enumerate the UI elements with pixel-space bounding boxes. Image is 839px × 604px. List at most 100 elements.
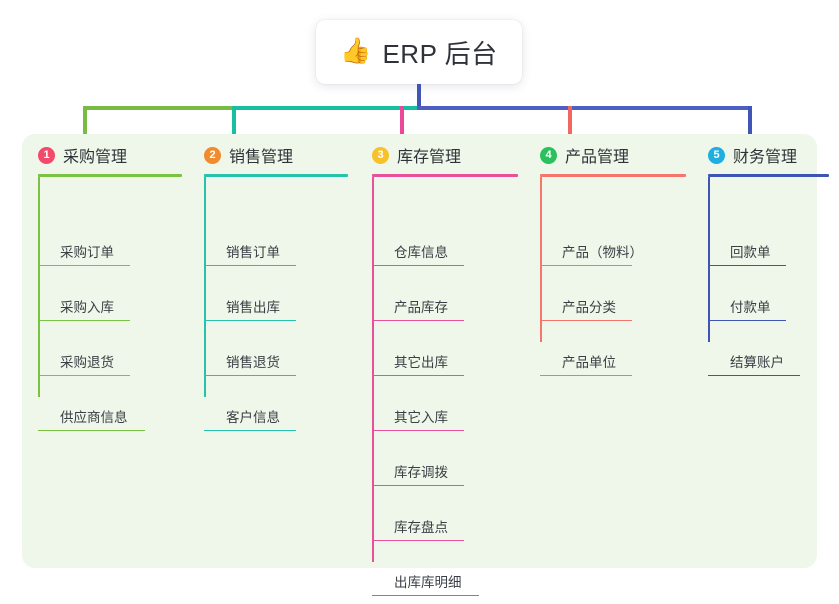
- leaf-node-label: 其它出库: [394, 355, 448, 370]
- column-items-sales: 销售订单销售出库销售退货客户信息: [190, 176, 358, 439]
- leaf-node[interactable]: 采购退货: [24, 329, 192, 384]
- leaf-node-underline: [204, 374, 296, 376]
- leaf-node-underline: [38, 264, 130, 266]
- leaf-node-label: 产品（物料）: [562, 245, 643, 260]
- leaf-node-label: 销售出库: [226, 300, 280, 315]
- column-finance: 5 财务管理回款单付款单结算账户: [694, 134, 839, 384]
- leaf-node[interactable]: 产品单位: [526, 329, 696, 384]
- root-node-title: ERP 后台: [382, 38, 498, 69]
- column-items-product: 产品（物料） 产品分类产品单位: [526, 176, 696, 384]
- drop-col-3: [400, 106, 404, 138]
- leaf-node[interactable]: 出库库明细: [358, 549, 528, 604]
- leaf-node[interactable]: 结算账户: [694, 329, 839, 384]
- column-items-purchase: 采购订单采购入库采购退货供应商信息: [24, 176, 192, 439]
- leaf-node-label: 客户信息: [226, 410, 280, 425]
- leaf-node-label: 其它入库: [394, 410, 448, 425]
- thumbs-up-icon: 👍: [340, 36, 372, 65]
- column-title-inventory: 库存管理: [397, 149, 462, 166]
- leaf-node-label: 采购订单: [60, 245, 114, 260]
- bus-segment-middle: [232, 106, 419, 110]
- leaf-node-label: 产品分类: [562, 300, 616, 315]
- column-spine-inventory: [372, 177, 374, 562]
- leaf-node-label: 出库库明细: [394, 575, 462, 590]
- root-node-card[interactable]: 👍 ERP 后台: [316, 20, 522, 84]
- trunk-connector-line: [417, 84, 421, 109]
- leaf-node-underline: [540, 374, 632, 376]
- leaf-node-label: 库存盘点: [394, 520, 448, 535]
- column-header-underline-finance: [708, 174, 829, 177]
- leaf-node[interactable]: 库存调拨: [358, 439, 528, 494]
- drop-col-5: [748, 106, 752, 138]
- leaf-node-underline: [204, 264, 296, 266]
- column-header-underline-inventory: [372, 174, 518, 177]
- leaf-node-underline: [540, 319, 632, 321]
- column-badge-5: 5: [708, 146, 725, 164]
- leaf-node[interactable]: 库存盘点: [358, 494, 528, 549]
- leaf-node-underline: [204, 319, 296, 321]
- leaf-node-label: 产品库存: [394, 300, 448, 315]
- leaf-node-underline: [38, 319, 130, 321]
- leaf-node[interactable]: 销售出库: [190, 274, 358, 329]
- column-spine-purchase: [38, 177, 40, 397]
- leaf-node[interactable]: 回款单: [694, 219, 839, 274]
- bus-segment-left: [83, 106, 232, 110]
- column-header-underline-product: [540, 174, 686, 177]
- leaf-node[interactable]: 供应商信息: [24, 384, 192, 439]
- leaf-node-label: 仓库信息: [394, 245, 448, 260]
- leaf-node-underline: [204, 429, 296, 431]
- leaf-node[interactable]: 仓库信息: [358, 219, 528, 274]
- column-inventory: 3 库存管理仓库信息产品库存其它出库其它入库库存调拨库存盘点出库库明细: [358, 134, 528, 604]
- leaf-node[interactable]: 客户信息: [190, 384, 358, 439]
- leaf-node[interactable]: 采购订单: [24, 219, 192, 274]
- leaf-node[interactable]: 产品库存: [358, 274, 528, 329]
- column-title-purchase: 采购管理: [63, 149, 128, 166]
- column-badge-2: 2: [204, 146, 221, 164]
- leaf-node-label: 供应商信息: [60, 410, 128, 425]
- leaf-node-label: 回款单: [730, 245, 771, 260]
- column-spine-finance: [708, 177, 710, 342]
- leaf-node-underline: [372, 374, 464, 376]
- leaf-node-label: 销售订单: [226, 245, 280, 260]
- column-items-inventory: 仓库信息产品库存其它出库其它入库库存调拨库存盘点出库库明细: [358, 176, 528, 604]
- column-spine-sales: [204, 177, 206, 397]
- leaf-node[interactable]: 产品（物料）: [526, 219, 696, 274]
- leaf-node-underline: [38, 429, 145, 431]
- leaf-node[interactable]: 采购入库: [24, 274, 192, 329]
- leaf-node-underline: [708, 319, 786, 321]
- column-header-finance[interactable]: 5 财务管理: [694, 134, 839, 176]
- column-badge-3: 3: [372, 146, 389, 164]
- leaf-node-underline: [38, 374, 130, 376]
- leaf-node-underline: [708, 374, 800, 376]
- leaf-node[interactable]: 销售订单: [190, 219, 358, 274]
- leaf-node-underline: [372, 484, 464, 486]
- bus-segment-right: [417, 106, 751, 110]
- column-spine-product: [540, 177, 542, 342]
- leaf-node[interactable]: 产品分类: [526, 274, 696, 329]
- leaf-node[interactable]: 其它出库: [358, 329, 528, 384]
- leaf-node-underline: [708, 264, 786, 266]
- leaf-node-underline: [372, 264, 464, 266]
- column-title-product: 产品管理: [565, 149, 630, 166]
- column-items-finance: 回款单付款单结算账户: [694, 176, 839, 384]
- leaf-node-label: 库存调拨: [394, 465, 448, 480]
- column-title-finance: 财务管理: [733, 149, 798, 166]
- leaf-node-underline: [372, 319, 464, 321]
- column-header-inventory[interactable]: 3 库存管理: [358, 134, 528, 176]
- leaf-node[interactable]: 付款单: [694, 274, 839, 329]
- leaf-node-label: 采购退货: [60, 355, 114, 370]
- leaf-node[interactable]: 销售退货: [190, 329, 358, 384]
- column-header-underline-purchase: [38, 174, 182, 177]
- leaf-node-label: 采购入库: [60, 300, 114, 315]
- leaf-node[interactable]: 其它入库: [358, 384, 528, 439]
- leaf-node-underline: [372, 429, 464, 431]
- drop-col-1: [83, 106, 87, 138]
- leaf-node-label: 产品单位: [562, 355, 616, 370]
- leaf-node-underline: [372, 539, 464, 541]
